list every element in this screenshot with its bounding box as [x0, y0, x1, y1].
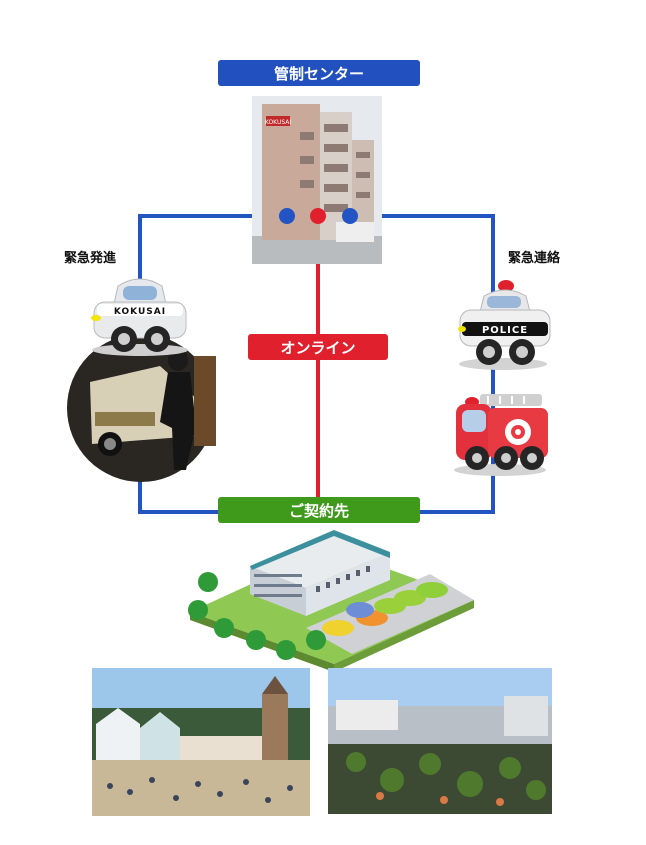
- police-car-text: POLICE: [482, 325, 528, 336]
- node-red-center: [310, 208, 326, 224]
- online-label: オンライン: [248, 334, 388, 360]
- contract-label: ご契約先: [218, 497, 420, 523]
- node-blue-right: [342, 208, 358, 224]
- dispatch-label: 緊急発進: [64, 251, 117, 266]
- plaza-photo: [92, 668, 310, 816]
- control-center-label: 管制センター: [218, 60, 420, 86]
- emergency-contact-label: 緊急連絡: [508, 251, 561, 266]
- patrol-car-text: KOKUSAI: [114, 307, 166, 317]
- police-car: POLICE: [458, 280, 551, 370]
- garden-photo: [328, 668, 552, 814]
- contract-site-illustration: [188, 530, 474, 672]
- fire-truck: [454, 394, 548, 476]
- guard-dispatch-photo: [67, 334, 216, 482]
- control-center-building: KOKUSAI: [252, 96, 382, 264]
- patrol-car-kokusai: KOKUSAI: [91, 278, 188, 356]
- building-sign: KOKUSAI: [265, 119, 292, 126]
- node-blue-left: [279, 208, 295, 224]
